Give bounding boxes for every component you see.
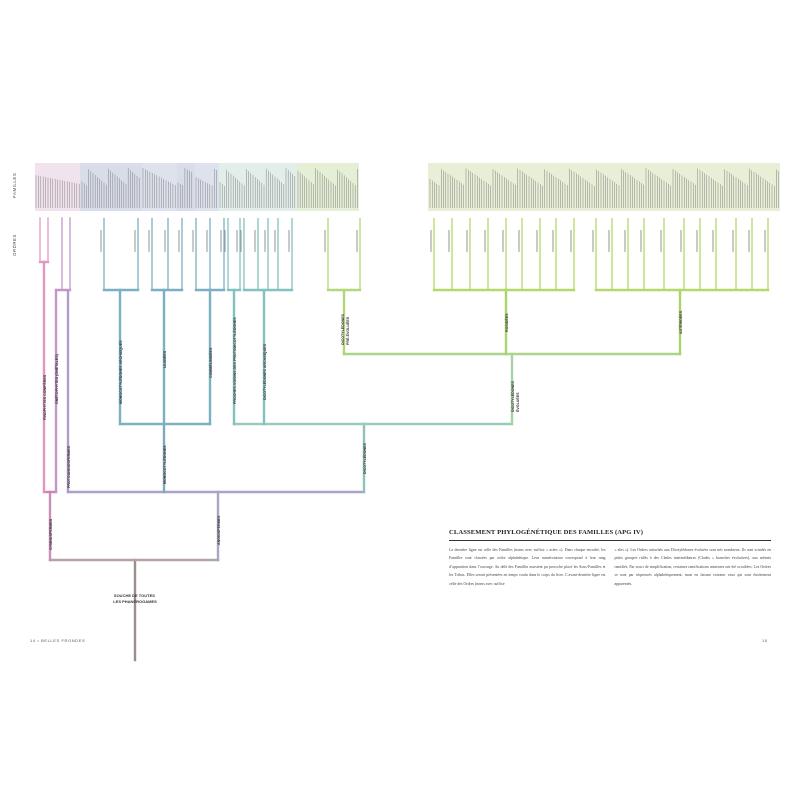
caption-title: CLASSEMENT PHYLOGÉNÉTIQUE DES FAMILLES (… [449,529,644,536]
souche-label: SOUCHE DE TOUTES LES PHANÉROGAMES [113,593,157,604]
lili-label: LILIIDÉES [162,350,167,368]
family-name-ticks [35,168,779,208]
familles-row-boxes [35,163,780,211]
mono-arch-label: MONOCOTYLÉDONES ARCHAÏQUES [118,340,123,404]
commelinidees-label: COMMÉLINIDÉES [208,347,213,378]
caption-rule [449,540,771,541]
caption-col-1: La dernière ligne est celle des Familles… [449,548,606,586]
evoluees-label: DICOTYLÉDONESÉVOLUÉES [510,380,520,412]
pin-coniferes-label: PINOPHYTES CONIFÈRES [42,374,47,420]
gymno-orders [39,217,49,263]
folio-right: 15 [762,638,768,643]
gnetophytes-label: GNÉTOPHYTES (GNÉTALES) [54,353,59,404]
proto-label: PROTOANGIOSPERMES [67,445,71,488]
proches-label: PROCHES-VOISINS DES PROTODICOTYLÉDONES [232,317,237,404]
folio-left: 14 • BELLES FRONDES [30,638,86,643]
caption-block: CLASSEMENT PHYLOGÉNÉTIQUE DES FAMILLES (… [449,529,771,588]
gymnospermes-label: GYMNOSPERMES [49,518,53,550]
monocots-label: MONOCOTYLÉDONES [162,445,167,484]
ordres-label: ORDRES [12,234,17,256]
gymno-gne-line [54,288,72,494]
dicots-label: DICOTYLÉDONES [362,442,367,474]
pre-evol-label: DICOTYLÉDONESPRÉ-ÉVOLUÉES [340,313,350,345]
familles-label: FAMILLES [12,173,17,198]
souche-line2: LES PHANÉROGAMES [113,599,157,604]
dicot-arch-label: DICOTYLÉDONES ARCHAÏQUES [262,343,267,400]
gne-orders [61,217,71,291]
caption-col-2: « ales »). Les Ordres rattachés aux Dico… [614,548,772,586]
souche-line1: SOUCHE DE TOUTES [114,593,155,598]
order-lines [100,218,769,290]
rosidees-label: ROSIDÉES [504,313,509,332]
angiospermes-label: ANGIOSPERMES [217,515,221,545]
asterides-label: ASTÉRIDÉES [678,310,683,334]
